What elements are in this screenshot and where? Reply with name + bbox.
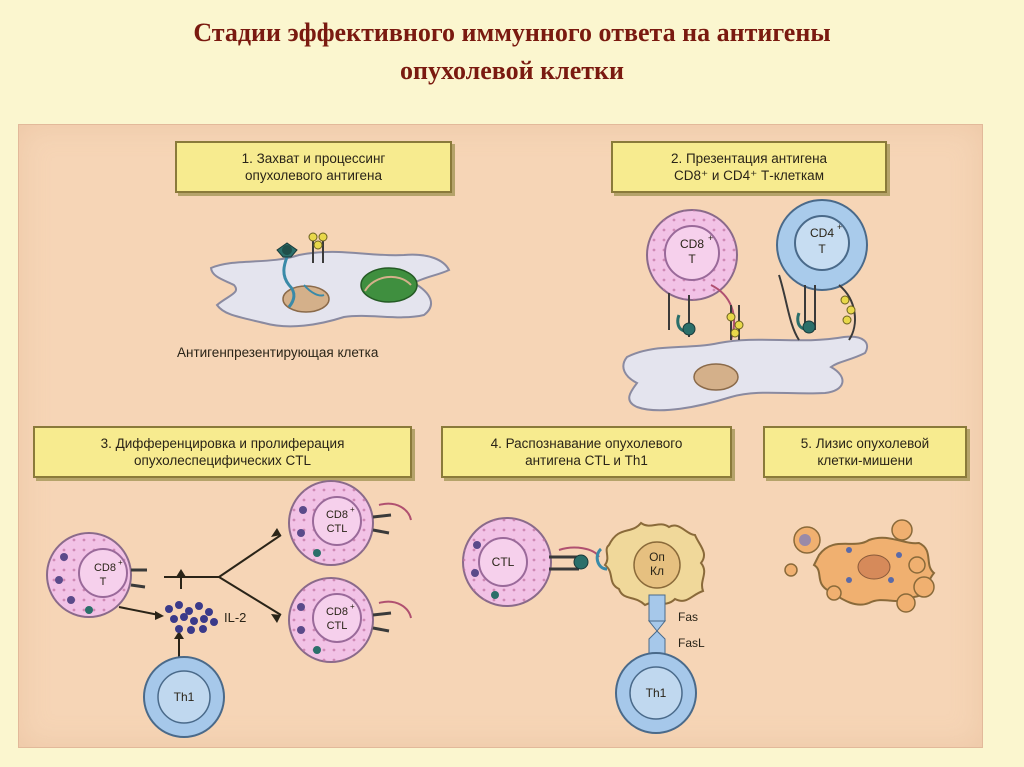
step-1-box: 1. Захват и процессинг опухолевого антиг… xyxy=(175,141,452,193)
ctl-stage-4: CTL xyxy=(462,517,600,607)
ctl-label-4: CTL xyxy=(492,555,515,569)
tumor-label-line-2: Кл xyxy=(650,564,664,578)
step-4-line-2: антигена CTL и Th1 xyxy=(525,453,648,468)
cd4-t-cell-stage-2: CD4 + T xyxy=(776,199,868,341)
diagram-panel: 1. Захват и процессинг опухолевого антиг… xyxy=(18,124,983,748)
step-3-box: 3. Дифференцировка и пролиферация опухол… xyxy=(33,426,412,478)
ctl-bottom-stage-3: CD8 + CTL xyxy=(288,577,412,663)
title-line-1: Стадии эффективного иммунного ответа на … xyxy=(193,18,831,47)
cd4-plus-2: + xyxy=(837,222,842,232)
apc-stage-2 xyxy=(622,335,869,412)
title-line-2: опухолевой клетки xyxy=(400,56,624,85)
cd4-t-label-2: T xyxy=(818,242,826,256)
apc-caption: Антигенпрезентирующая клетка xyxy=(177,345,379,360)
cd8-plus-bottom: + xyxy=(350,602,355,611)
step-1-line-2: опухолевого антигена xyxy=(245,168,382,183)
cd8-plus-2: + xyxy=(708,233,713,243)
tumor-label-line-1: Оп xyxy=(649,550,665,564)
cd8-t-cell-stage-3: CD8 + T xyxy=(46,532,147,618)
cd8-plus-top: + xyxy=(350,505,355,514)
cd4-label-2: CD4 xyxy=(810,226,834,240)
step-5-line-2: клетки-мишени xyxy=(817,453,913,468)
step-3-line-2: опухолеспецифических CTL xyxy=(134,453,311,468)
ctl-label-top: CTL xyxy=(327,523,348,535)
tumor-cell-stage-4: Оп Кл xyxy=(595,521,706,607)
slide-title: Стадии эффективного иммунного ответа на … xyxy=(0,14,1024,90)
th1-label-3: Th1 xyxy=(174,690,195,704)
step-3-line-1: 3. Дифференцировка и пролиферация xyxy=(100,436,345,451)
lysed-tumor-cell xyxy=(784,519,936,613)
fas-label: Fas xyxy=(678,610,698,624)
cd8-label-bottom: CD8 xyxy=(326,606,348,618)
apc-nucleus xyxy=(282,285,330,313)
proliferation-arrows xyxy=(118,528,282,665)
cd8-t-label-2: T xyxy=(688,252,696,266)
cd8-t-cell-stage-2: CD8 + T xyxy=(646,209,744,341)
diagram-illustration: CD8 + T CD4 + T xyxy=(46,199,936,738)
cd8-t-label-3: T xyxy=(100,576,107,588)
step-4-line-1: 4. Распознавание опухолевого xyxy=(490,436,683,451)
ctl-top-stage-3: CD8 + CTL xyxy=(288,480,412,566)
step-2-box: 2. Презентация антигена CD8⁺ и CD4⁺ Т-кл… xyxy=(611,141,887,193)
fasl-label: FasL xyxy=(678,636,705,650)
apc-nucleus-2 xyxy=(693,363,739,391)
step-4-box: 4. Распознавание опухолевого антигена CT… xyxy=(441,426,732,478)
il2-label: IL-2 xyxy=(224,610,246,625)
step-5-line-1: 5. Лизис опухолевой xyxy=(800,436,930,451)
cd8-label-3: CD8 xyxy=(94,562,116,574)
step-5-box: 5. Лизис опухолевой клетки-мишени xyxy=(763,426,967,478)
apc-cell-body-2 xyxy=(622,335,869,412)
green-vesicle xyxy=(360,267,418,303)
step-2-line-1: 2. Презентация антигена xyxy=(670,151,828,166)
th1-cell-stage-4: Th1 xyxy=(615,652,697,734)
step-1-line-1: 1. Захват и процессинг xyxy=(241,151,386,166)
ctl-label-bottom: CTL xyxy=(327,620,348,632)
apc-stage-1 xyxy=(209,232,451,328)
cd8-label-2: CD8 xyxy=(680,237,704,251)
step-2-line-2: CD8⁺ и CD4⁺ Т-клеткам xyxy=(674,168,824,183)
th1-cell-stage-3: Th1 xyxy=(143,656,225,738)
th1-label-4: Th1 xyxy=(646,686,667,700)
il2-cluster: IL-2 xyxy=(165,601,246,634)
cd8-label-top: CD8 xyxy=(326,509,348,521)
cd8-plus-3: + xyxy=(118,558,123,567)
